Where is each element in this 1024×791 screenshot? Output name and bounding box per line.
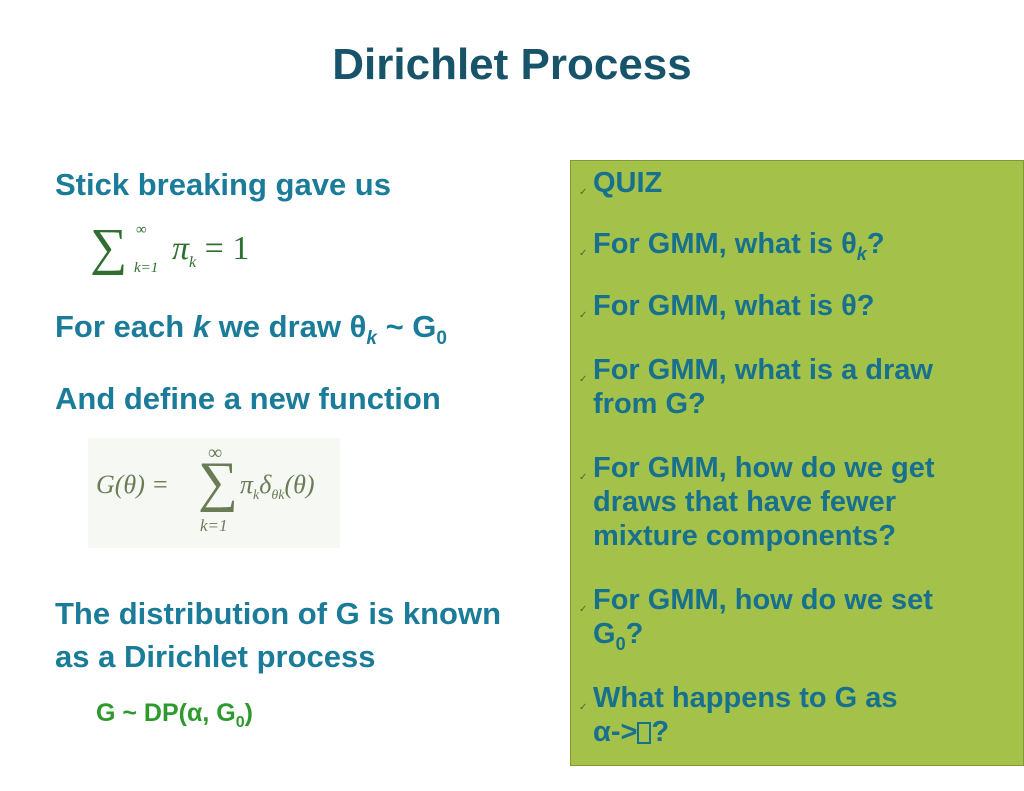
check-icon: ✓: [579, 248, 588, 259]
quiz-item-set-g0: ✓ For GMM, how do we set G0?: [579, 584, 933, 654]
check-icon: ✓: [579, 702, 588, 713]
missing-glyph-box: [637, 722, 652, 744]
quiz-item-draw: ✓ For GMM, what is a draw from G?: [579, 354, 933, 420]
dp-notation: G ~ DP(α, G0): [96, 699, 253, 731]
slide-title: Dirichlet Process: [332, 40, 692, 89]
check-icon: ✓: [579, 310, 588, 321]
define-function-text: And define a new function: [55, 381, 441, 416]
check-icon: ✓: [579, 604, 588, 615]
eq2-sum-symbol: ∑: [198, 451, 238, 513]
eq2-rhs: πkδθk(θ): [240, 470, 315, 504]
eq2-upper-limit: ∞: [208, 442, 223, 464]
sum-symbol: ∑: [90, 219, 128, 276]
quiz-heading: ✓ QUIZ: [579, 166, 1003, 200]
eq2-lhs: G(θ) =: [96, 470, 169, 499]
g-function-equation: G(θ) = ∞ ∑ k=1 πkδθk(θ): [88, 438, 340, 548]
quiz-item-alpha-limit: ✓ What happens to G as α->?: [579, 682, 898, 748]
check-icon: ✓: [579, 472, 588, 483]
stick-breaking-text: Stick breaking gave us: [55, 167, 391, 202]
sum-upper-limit: ∞: [136, 222, 147, 238]
quiz-box: ✓ QUIZ ✓ For GMM, what is θk? ✓ For GMM,…: [570, 160, 1024, 766]
draw-theta-text: For each k we draw θk ~ G0: [55, 309, 447, 350]
quiz-item-theta: ✓ For GMM, what is θ?: [579, 289, 1003, 323]
check-icon: ✓: [579, 187, 588, 198]
eq2-lower-limit: k=1: [200, 516, 228, 535]
distribution-text: The distribution of G is known as a Diri…: [55, 596, 502, 675]
sum-lower-limit: k=1: [134, 260, 159, 276]
sum-body: πk = 1: [172, 230, 250, 271]
check-icon: ✓: [579, 374, 588, 385]
sum-equation: ∑ ∞ k=1 πk = 1: [90, 219, 270, 284]
quiz-item-fewer-components: ✓ For GMM, how do we get draws that have…: [579, 452, 935, 552]
quiz-item-theta-k: ✓ For GMM, what is θk?: [579, 227, 1003, 271]
